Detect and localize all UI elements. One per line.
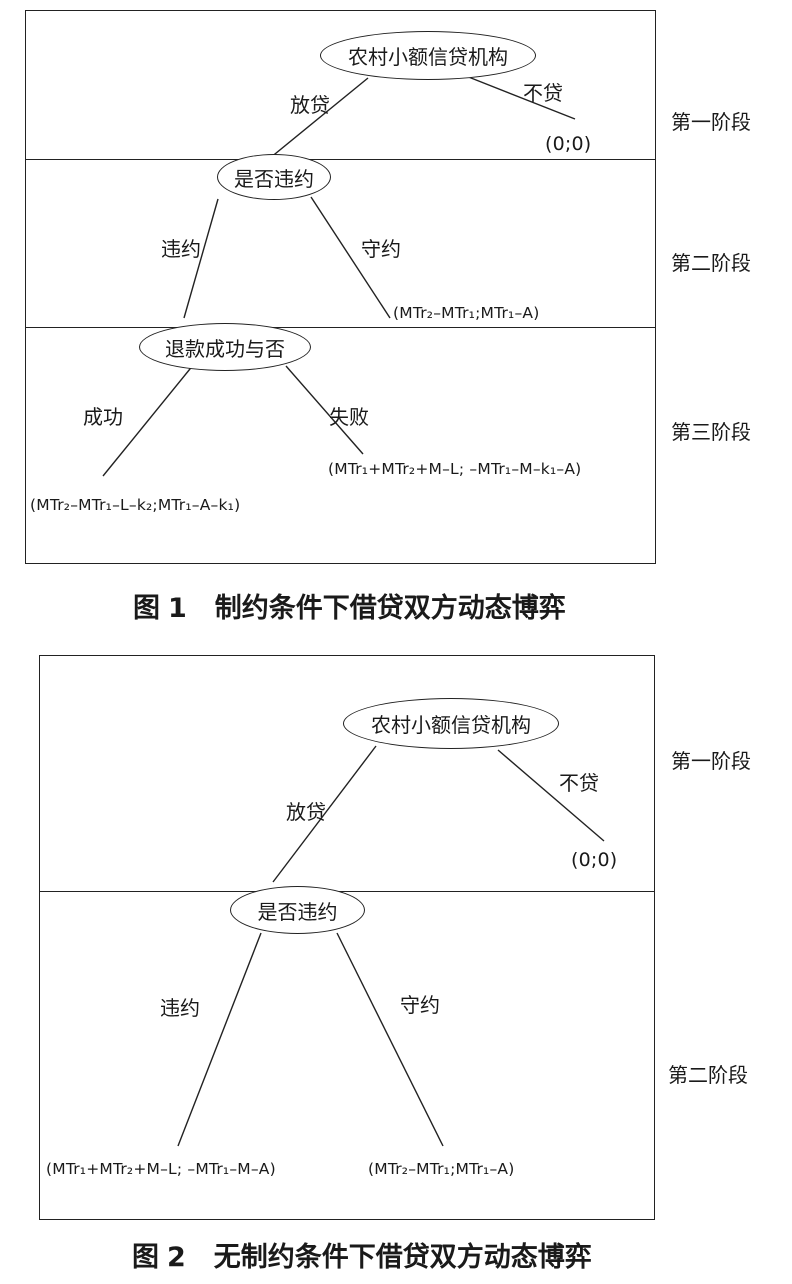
figure-2-frame: 农村小额信贷机构 是否违约 放贷 不贷 违约 守约 (0;0) (MTr₁+MT… xyxy=(39,655,655,1220)
payoff-fail: (MTr₁+MTr₂+M–L; –MTr₁–M–k₁–A) xyxy=(328,460,582,478)
figure-1-stage-3: 第三阶段 xyxy=(671,420,751,444)
payoff-no-lend: (0;0) xyxy=(571,849,618,871)
figure-1-edges xyxy=(102,75,576,477)
edge-keep xyxy=(336,932,444,1147)
node-lender: 农村小额信贷机构 xyxy=(343,698,559,749)
edge-keep xyxy=(310,196,391,319)
figure-2-caption-title: 无制约条件下借贷双方动态博弈 xyxy=(213,1242,592,1273)
payoff-keep: (MTr₂–MTr₁;MTr₁–A) xyxy=(368,1160,515,1178)
edge-no-lend xyxy=(497,749,605,842)
stage-divider-2 xyxy=(26,327,655,328)
edge-label-default: 违约 xyxy=(160,996,200,1020)
edge-default xyxy=(177,932,262,1147)
figure-2-stage-1: 第一阶段 xyxy=(671,749,751,773)
edge-fail xyxy=(285,365,364,455)
node-default-decision: 是否违约 xyxy=(217,154,331,200)
edge-success xyxy=(102,363,195,477)
payoff-no-lend: (0;0) xyxy=(545,133,592,155)
node-lender: 农村小额信贷机构 xyxy=(320,31,536,80)
figure-2-caption-prefix: 图 xyxy=(132,1242,159,1273)
figure-1-frame: 农村小额信贷机构 是否违约 退款成功与否 放贷 不贷 违约 守约 成功 失败 (… xyxy=(25,10,656,564)
figure-1-caption-number: 1 xyxy=(168,593,187,624)
stage-divider-1 xyxy=(26,159,655,160)
edge-label-success: 成功 xyxy=(83,405,123,429)
edge-lend xyxy=(272,745,377,883)
figure-1-caption-prefix: 图 xyxy=(133,593,160,624)
payoff-success: (MTr₂–MTr₁–L–k₂;MTr₁–A–k₁) xyxy=(30,496,241,514)
edge-label-lend: 放贷 xyxy=(290,93,330,117)
edge-label-fail: 失败 xyxy=(329,405,369,429)
edge-label-keep: 守约 xyxy=(361,237,401,261)
edge-default xyxy=(183,198,219,319)
edge-no-lend xyxy=(465,75,576,120)
figure-2-stage-2: 第二阶段 xyxy=(668,1063,748,1087)
edge-label-keep: 守约 xyxy=(400,993,440,1017)
edge-label-default: 违约 xyxy=(161,237,201,261)
figure-1-stage-1: 第一阶段 xyxy=(671,110,751,134)
figure-1-stage-2: 第二阶段 xyxy=(671,251,751,275)
node-refund-decision: 退款成功与否 xyxy=(139,323,311,371)
figure-2-caption-number: 2 xyxy=(167,1242,186,1273)
edge-label-no-lend: 不贷 xyxy=(559,771,599,795)
edge-label-lend: 放贷 xyxy=(286,800,326,824)
figure-2-edges xyxy=(177,745,605,1147)
payoff-keep: (MTr₂–MTr₁;MTr₁–A) xyxy=(393,304,540,322)
payoff-default: (MTr₁+MTr₂+M–L; –MTr₁–M–A) xyxy=(46,1160,276,1178)
stage-divider-1 xyxy=(40,891,654,892)
figure-1-caption-title: 制约条件下借贷双方动态博弈 xyxy=(214,593,566,624)
node-default-decision: 是否违约 xyxy=(230,886,365,934)
edge-label-no-lend: 不贷 xyxy=(523,81,563,105)
